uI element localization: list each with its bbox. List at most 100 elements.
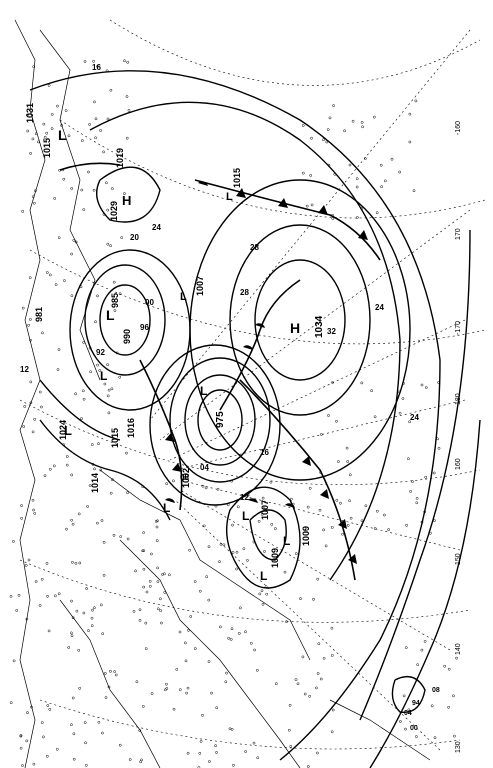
svg-text:04: 04	[200, 463, 209, 472]
station-dot	[94, 136, 97, 140]
low-center-1007-south: L 1007	[242, 500, 270, 523]
low-center-1002: L 1002	[163, 468, 191, 515]
station-dot	[70, 187, 74, 190]
station-dot	[43, 474, 47, 478]
station-dot	[82, 611, 86, 615]
station-plots	[9, 59, 458, 768]
svg-text:L: L	[106, 307, 115, 323]
station-dot	[373, 527, 377, 530]
low-center-1016: 1016	[126, 418, 136, 438]
station-dot	[343, 129, 346, 133]
station-dot	[335, 419, 338, 423]
station-dot	[99, 603, 103, 607]
station-dot	[89, 370, 92, 374]
station-dot	[161, 573, 164, 576]
station-dot	[208, 760, 211, 763]
svg-text:H: H	[290, 320, 300, 336]
station-dot	[156, 566, 160, 570]
longitude-labels: -160 170 -170 180 160 150 140 130	[455, 121, 462, 753]
station-dot	[260, 589, 264, 593]
station-dot	[9, 595, 13, 598]
station-dot	[207, 545, 211, 549]
station-dot	[186, 686, 190, 690]
station-dot	[345, 446, 349, 450]
station-dot	[165, 682, 168, 686]
station-dot	[306, 505, 310, 509]
svg-text:08: 08	[180, 473, 189, 482]
station-dot	[383, 179, 387, 183]
station-dot	[84, 763, 88, 767]
station-dot	[260, 512, 264, 516]
station-dot	[236, 505, 240, 509]
station-dot	[155, 539, 159, 542]
station-dot	[57, 348, 61, 351]
station-dot	[215, 706, 219, 710]
station-dot	[349, 516, 353, 520]
station-dot	[156, 607, 160, 611]
station-dot	[437, 446, 441, 450]
station-dot	[225, 671, 228, 675]
station-dot	[57, 236, 61, 240]
station-dot	[408, 112, 412, 116]
station-dot	[79, 285, 83, 289]
station-dot	[316, 672, 320, 675]
station-dot	[455, 656, 458, 660]
station-dot	[56, 104, 59, 108]
svg-text:L: L	[200, 384, 207, 398]
station-dot	[104, 696, 108, 699]
svg-text:L: L	[242, 509, 249, 523]
station-dot	[113, 670, 116, 673]
station-dot	[301, 124, 305, 127]
station-dot	[42, 122, 46, 126]
station-dot	[447, 705, 450, 709]
svg-text:985: 985	[110, 293, 120, 308]
station-dot	[45, 754, 49, 758]
station-dot	[355, 216, 359, 219]
station-dot	[185, 691, 188, 695]
station-dot	[113, 309, 117, 312]
station-dot	[125, 451, 128, 455]
station-dot	[120, 236, 124, 239]
station-dot	[373, 415, 377, 419]
station-dot	[138, 729, 142, 732]
station-dot	[301, 171, 305, 175]
station-dot	[106, 242, 110, 246]
station-dot	[42, 735, 45, 739]
svg-text:1007: 1007	[195, 276, 205, 296]
pressure-centers: H 1034 H 1029 L 975 L 985 L 990 L 1015 L…	[25, 103, 325, 583]
station-dot	[452, 694, 455, 698]
svg-text:160: 160	[455, 458, 462, 470]
station-dot	[34, 132, 38, 136]
station-dot	[46, 594, 49, 598]
svg-text:150: 150	[455, 553, 462, 565]
station-dot	[155, 525, 159, 529]
station-dot	[402, 382, 405, 385]
station-dot	[346, 460, 350, 463]
station-dot	[294, 552, 298, 555]
station-dot	[363, 157, 367, 160]
station-dot	[331, 381, 334, 384]
station-dot	[81, 389, 85, 393]
station-dot	[159, 597, 162, 601]
low-center-1031: 1031	[25, 103, 35, 123]
svg-text:08: 08	[432, 687, 440, 694]
station-dot	[47, 84, 51, 87]
station-dot	[32, 201, 36, 205]
misc-labels: 08 04 94 00	[404, 687, 440, 732]
station-dot	[88, 346, 92, 350]
station-dot	[285, 620, 288, 624]
station-dot	[372, 115, 376, 119]
svg-text:130: 130	[455, 741, 462, 753]
station-dot	[134, 569, 137, 573]
station-dot	[244, 630, 247, 634]
svg-text:24: 24	[410, 413, 419, 422]
station-dot	[115, 351, 119, 355]
svg-text:1014: 1014	[90, 473, 100, 493]
station-dot	[101, 731, 104, 735]
station-dot	[118, 292, 122, 296]
station-dot	[160, 621, 163, 625]
station-dot	[189, 615, 193, 618]
station-dot	[29, 380, 33, 384]
station-dot	[150, 692, 154, 695]
station-dot	[346, 523, 350, 527]
